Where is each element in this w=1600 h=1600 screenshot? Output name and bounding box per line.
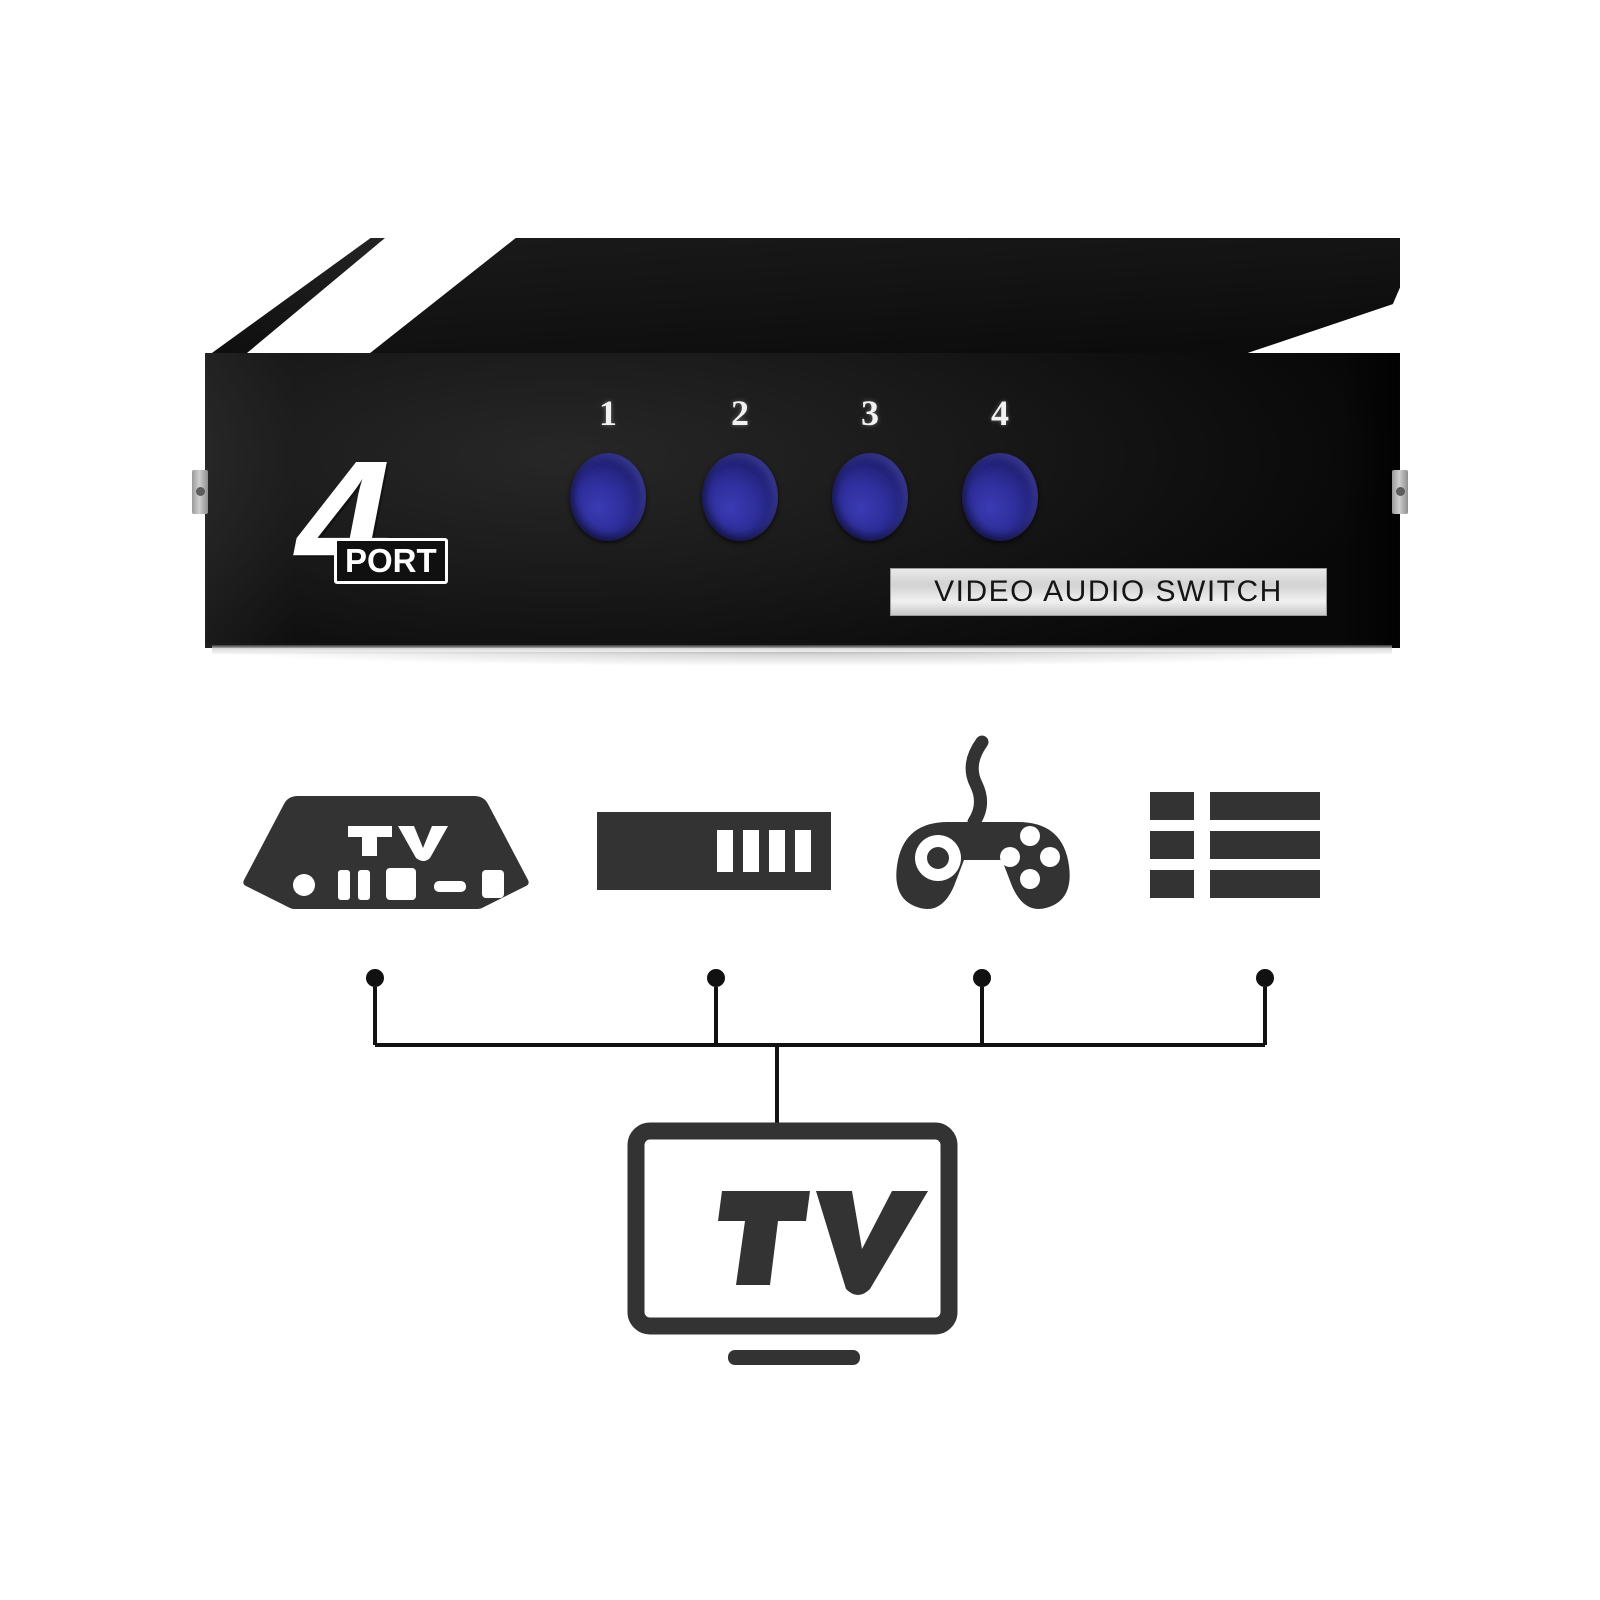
model-name-plate-text: VIDEO AUDIO SWITCH bbox=[934, 575, 1283, 608]
connection-node-4 bbox=[1256, 969, 1274, 987]
logo-port-word: PORT bbox=[345, 542, 437, 579]
port-button-label-2: 2 bbox=[731, 393, 749, 433]
port-button-cell-2: 2 bbox=[692, 395, 788, 555]
connection-node-3 bbox=[973, 969, 991, 987]
device-drop-shadow bbox=[230, 652, 1380, 666]
connection-diagram bbox=[0, 700, 1600, 1460]
device-top-face bbox=[366, 238, 1400, 356]
dvd-player-icon bbox=[595, 810, 833, 892]
model-name-plate: VIDEO AUDIO SWITCH bbox=[890, 568, 1327, 616]
game-controller-icon bbox=[890, 735, 1075, 914]
av-receiver-list-icon bbox=[1150, 790, 1320, 900]
port-button-cell-1: 1 bbox=[560, 395, 656, 555]
left-mount-screw bbox=[196, 487, 205, 496]
tv-monitor-icon bbox=[627, 1122, 958, 1365]
logo-port-band: PORT bbox=[334, 538, 448, 584]
device-front-face bbox=[205, 353, 1400, 648]
port-button-4[interactable] bbox=[957, 446, 1038, 541]
port-button-group: 1 2 3 4 bbox=[560, 395, 1080, 555]
set-top-box-icon bbox=[238, 790, 534, 910]
right-mount-screw bbox=[1396, 487, 1405, 496]
port-button-cell-3: 3 bbox=[822, 395, 918, 555]
port-button-1[interactable] bbox=[565, 446, 646, 541]
port-button-cell-4: 4 bbox=[952, 395, 1048, 555]
port-button-3[interactable] bbox=[827, 446, 908, 541]
four-port-logo: 4 PORT bbox=[296, 436, 486, 606]
port-button-2[interactable] bbox=[697, 446, 778, 541]
connection-node-2 bbox=[707, 969, 725, 987]
port-button-label-3: 3 bbox=[861, 393, 879, 433]
port-button-label-1: 1 bbox=[599, 393, 617, 433]
device-base-lip bbox=[212, 645, 1392, 654]
connection-node-1 bbox=[366, 969, 384, 987]
product-photo: 4 PORT 1 2 3 4 V bbox=[0, 0, 1600, 700]
port-button-label-4: 4 bbox=[991, 393, 1009, 433]
device-top-left-chamfer bbox=[205, 238, 385, 358]
